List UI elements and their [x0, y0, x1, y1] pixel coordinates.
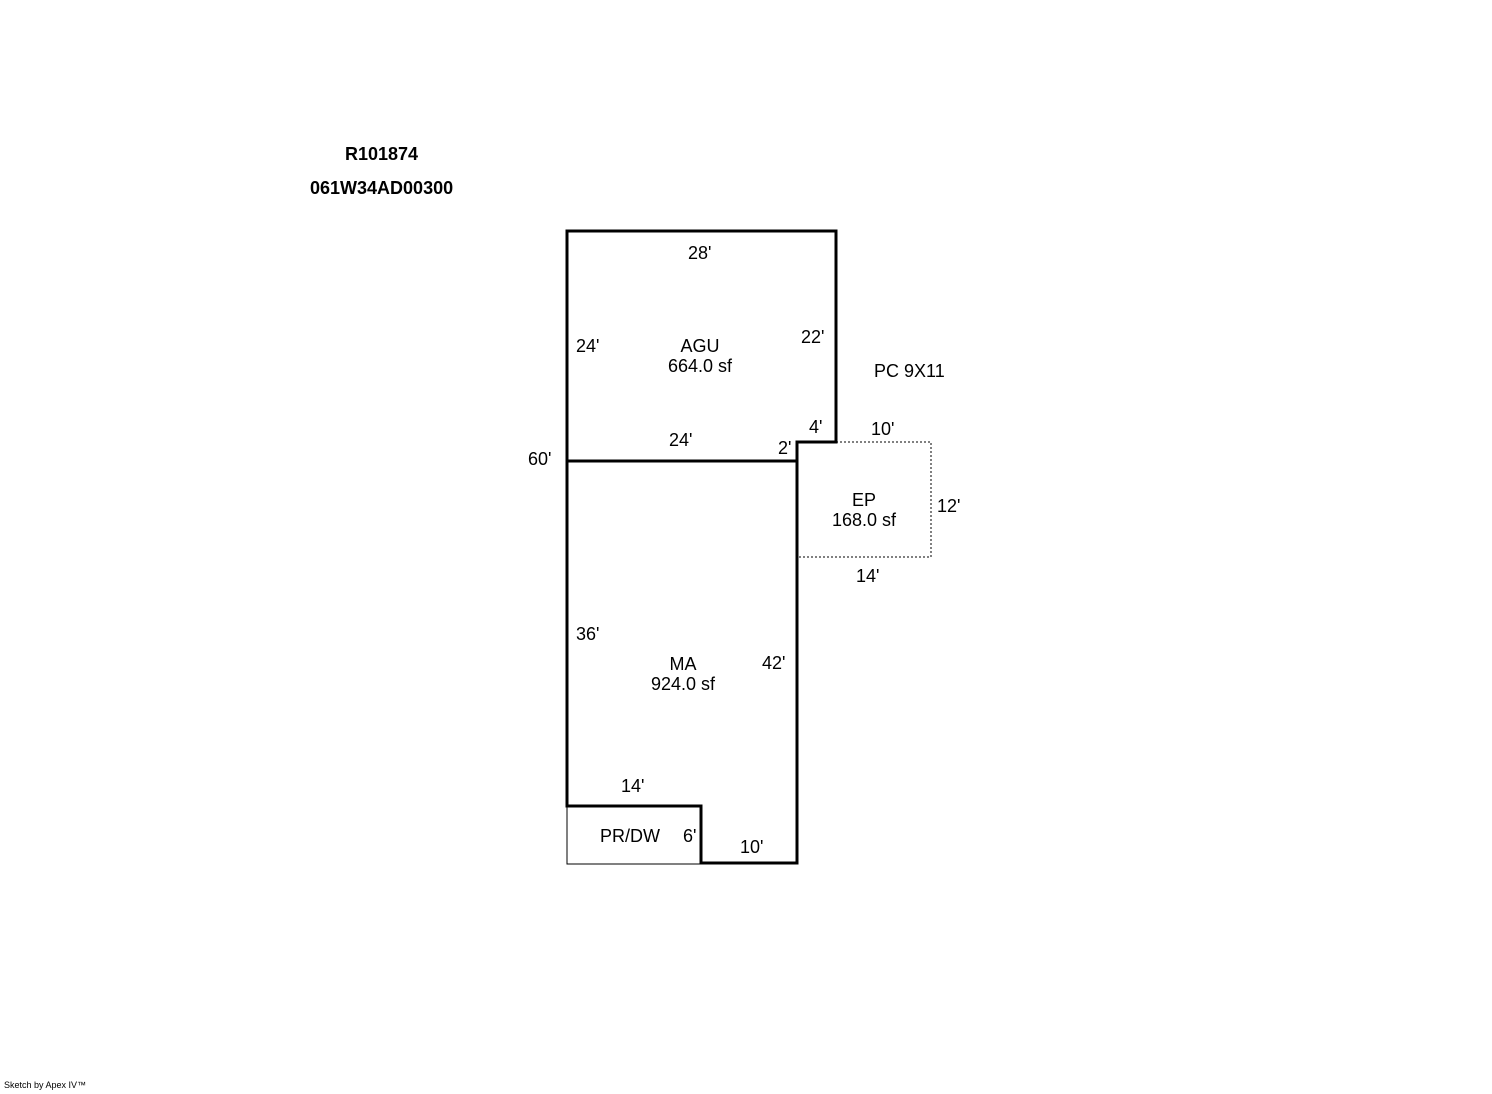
ma-code: MA — [669, 654, 697, 674]
dim-ma-notch-side: 6' — [683, 826, 697, 846]
agu-sf: 664.0 sf — [667, 356, 733, 376]
sketch-credit: Sketch by Apex IV™ — [4, 1080, 87, 1090]
dim-ma-left: 36' — [576, 624, 600, 644]
ep-sf: 168.0 sf — [831, 510, 897, 530]
dim-agu-top: 28' — [688, 243, 712, 263]
dim-agu-left: 24' — [576, 336, 600, 356]
dim-agu-bottom: 24' — [669, 430, 693, 450]
parcel-id: R101874 — [345, 144, 419, 164]
agu-area-label: AGU 664.0 sf — [650, 336, 750, 376]
agu-code: AGU — [680, 336, 720, 356]
dim-jog-top: 4' — [809, 417, 823, 437]
dim-ep-top: 10' — [871, 419, 895, 439]
prdw-label: PR/DW — [600, 826, 660, 846]
ma-area-label: MA 924.0 sf — [633, 654, 733, 694]
ep-code: EP — [851, 490, 876, 510]
dim-jog-bottom: 2' — [778, 438, 792, 458]
dim-ep-bottom: 14' — [856, 566, 880, 586]
agu-outline — [565, 229, 838, 461]
ep-outline — [797, 441, 932, 558]
pc-note: PC 9X11 — [874, 361, 945, 381]
dim-ma-notch-top: 14' — [621, 776, 645, 796]
map-number: 061W34AD00300 — [310, 178, 454, 198]
dim-overall-left: 60' — [528, 449, 552, 469]
dim-agu-right: 22' — [801, 327, 825, 347]
ep-area-label: EP 168.0 sf — [814, 490, 914, 530]
dim-ep-right: 12' — [937, 496, 961, 516]
ma-outline — [565, 461, 799, 865]
dim-ma-bottom: 10' — [740, 837, 764, 857]
dim-ma-right: 42' — [762, 653, 786, 673]
prdw-outline — [566, 806, 701, 865]
ma-sf: 924.0 sf — [650, 674, 716, 694]
